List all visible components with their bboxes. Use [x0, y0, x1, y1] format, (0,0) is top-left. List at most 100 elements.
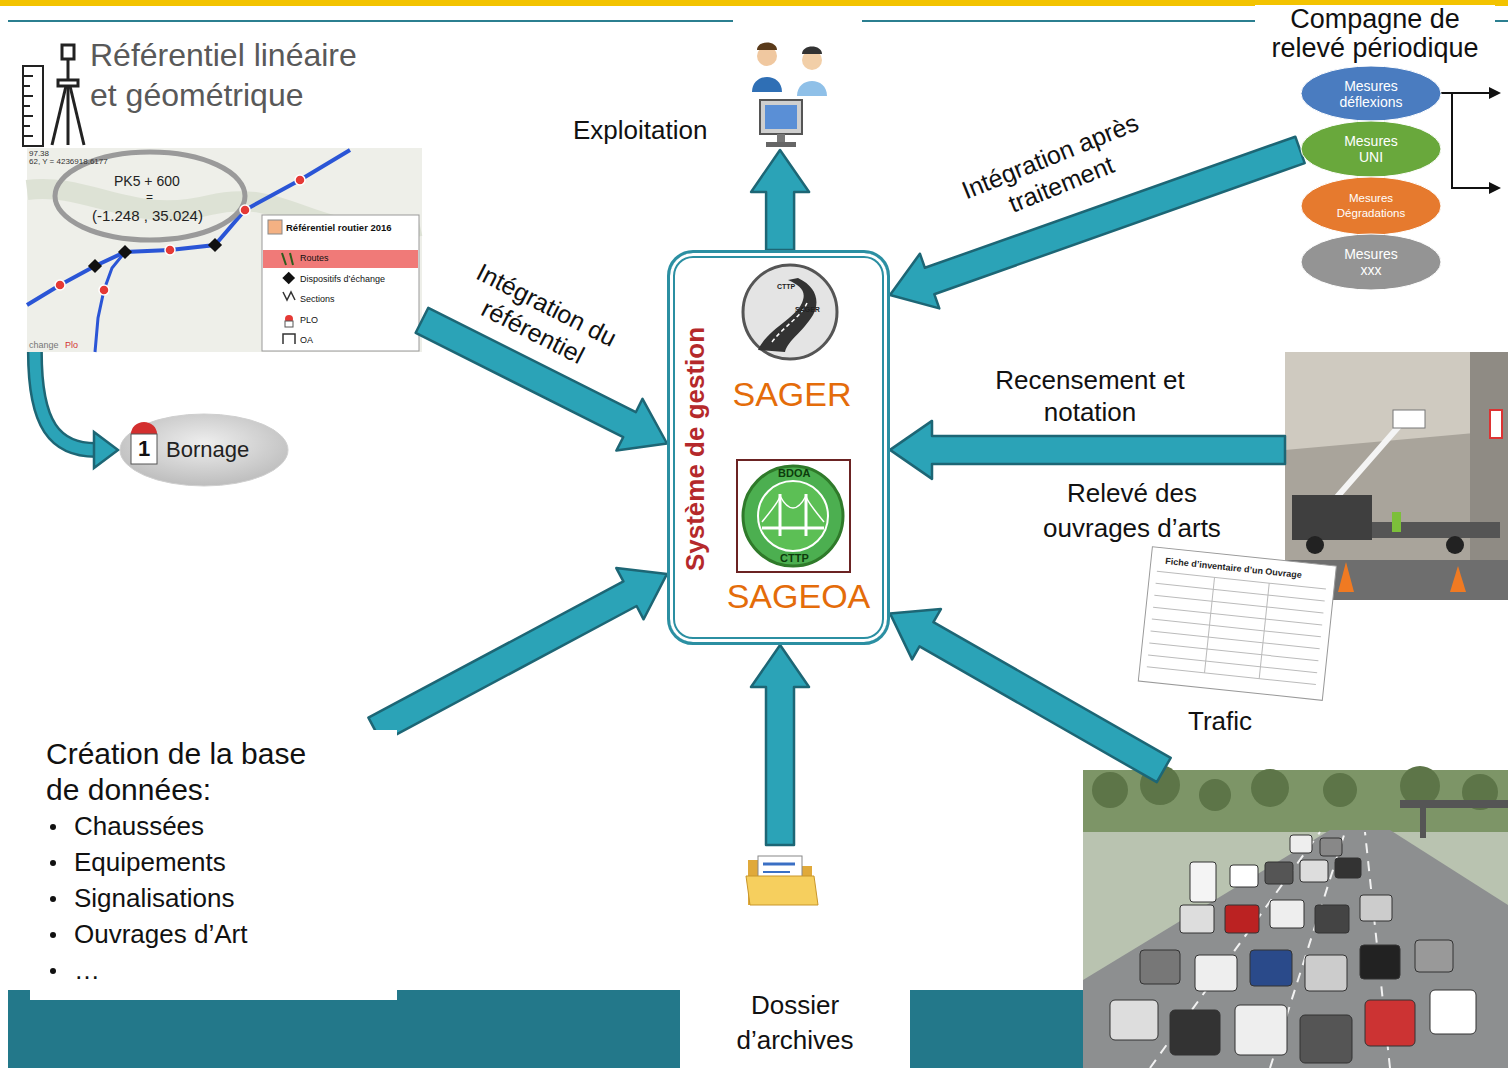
illustration-part [295, 175, 305, 185]
list-row: Signalisations [46, 880, 383, 916]
illustration-part [282, 253, 293, 265]
illustration-part [1489, 87, 1501, 99]
bornage-ellipse: 1Bornage [118, 412, 290, 488]
illustration-part [23, 66, 43, 146]
illustration-part [23, 66, 43, 146]
text-label: 62, Y = 4236918.6177 [29, 157, 108, 167]
node-text: SAGER [722, 374, 862, 414]
text-label: change [29, 340, 59, 351]
illustration-part [1170, 1010, 1220, 1055]
illustration-part [762, 527, 824, 530]
illustration-part [1323, 773, 1357, 807]
arrow-shape [368, 568, 667, 742]
illustration-part [1400, 800, 1508, 808]
text-label: Plo [65, 340, 78, 351]
illustration-part [1110, 1000, 1158, 1040]
illustration-part [263, 250, 418, 268]
text-label: OA [300, 335, 313, 346]
flow-arrow [751, 150, 809, 250]
illustration-part [743, 466, 843, 566]
list-heading: Création de la base de données: [46, 736, 336, 808]
flow-arrow [35, 352, 118, 468]
node-text: Mesures Dégradations [1334, 191, 1408, 221]
traffic-photo: Trafic [1083, 770, 1508, 1068]
bullet-dot [50, 824, 56, 830]
node-text: Compagne de relevé périodique [1255, 5, 1495, 63]
illustration-part [23, 115, 33, 117]
illustration-part [1290, 835, 1312, 853]
text-label: CTTP [780, 552, 809, 565]
flow-arrow [751, 645, 809, 845]
illustration-part [1235, 1005, 1287, 1055]
illustration-part [23, 95, 33, 97]
illustration-part [737, 460, 850, 572]
illustration-part [1330, 425, 1400, 505]
list-item: Equipements [74, 844, 383, 880]
illustration-part [67, 59, 70, 80]
illustration-part [1305, 955, 1347, 991]
illustration-part [52, 45, 84, 145]
node-text: Relevé des ouvrages d’arts [1032, 476, 1232, 546]
bullet-dot [50, 932, 56, 938]
illustration-part [268, 220, 282, 234]
illustration-part [23, 85, 30, 87]
illustration-part [1365, 1000, 1415, 1046]
edge-label: Intégration après traitement [944, 102, 1166, 238]
illustration-part [67, 86, 70, 145]
text-label: Référentiel routier 2016 [286, 222, 392, 233]
management-system-box: Système de gestionSAGERSAGEOA [667, 250, 890, 645]
illustration-part [758, 278, 816, 352]
arrow-shape [751, 150, 809, 250]
illustration-part [52, 86, 66, 145]
node-text: Mesures xxx [1334, 246, 1408, 278]
illustration-part [1205, 577, 1215, 672]
illustration-part [1230, 865, 1258, 887]
illustration-part [1446, 536, 1464, 554]
sageoa-module: SAGEOA [715, 454, 882, 621]
illustration-part [763, 863, 795, 866]
illustration-part [752, 77, 782, 92]
illustration-part [1265, 862, 1293, 884]
illustration-part [208, 238, 222, 252]
list-row: Ouvrages d’Art [46, 916, 383, 952]
illustration-part [765, 105, 797, 129]
illustration-part [262, 215, 419, 351]
flow-arrow [368, 568, 667, 742]
list-row: Chaussées [46, 808, 383, 844]
illustration-part [1306, 536, 1324, 554]
text-label: Dispositifs d’échange [300, 274, 385, 285]
illustration-part [282, 272, 295, 285]
illustration-part [8, 20, 733, 22]
text-label: Fiche d’inventaire d’un Ouvrage [1165, 556, 1302, 581]
illustration-part [1285, 352, 1508, 600]
illustration-part [70, 86, 84, 145]
illustration-part [797, 81, 827, 96]
illustration-part [1147, 667, 1316, 685]
text-label: Routes [300, 253, 329, 264]
measure-ellipse: Mesures Dégradations [1300, 176, 1442, 236]
illustration-part [283, 292, 295, 300]
illustration-part [118, 245, 132, 259]
campaign-group: Compagne de relevé périodiqueMesures déf… [1300, 65, 1442, 292]
illustration-part [285, 321, 293, 327]
illustration-part [1393, 410, 1425, 428]
bullet-dot [50, 860, 56, 866]
list-item: Chaussées [74, 808, 383, 844]
illustration-part [777, 134, 785, 142]
illustration-part [1489, 182, 1501, 194]
illustration-part [746, 876, 818, 905]
illustration-part [1360, 895, 1392, 921]
illustration-part [58, 80, 78, 86]
bridge-photo: Relevé des ouvrages d’arts [1285, 352, 1508, 600]
node-text: Exploitation [573, 115, 707, 145]
illustration-part [1440, 93, 1492, 188]
illustration-part [1315, 905, 1349, 933]
illustration-part [23, 75, 33, 77]
illustration-part [1420, 808, 1426, 838]
arrow-head [94, 432, 118, 468]
illustration-part [1338, 562, 1354, 592]
text-label: (-1.248 , 35.024) [92, 207, 203, 225]
illustration-part [8, 990, 680, 1068]
illustration-part [23, 135, 33, 137]
